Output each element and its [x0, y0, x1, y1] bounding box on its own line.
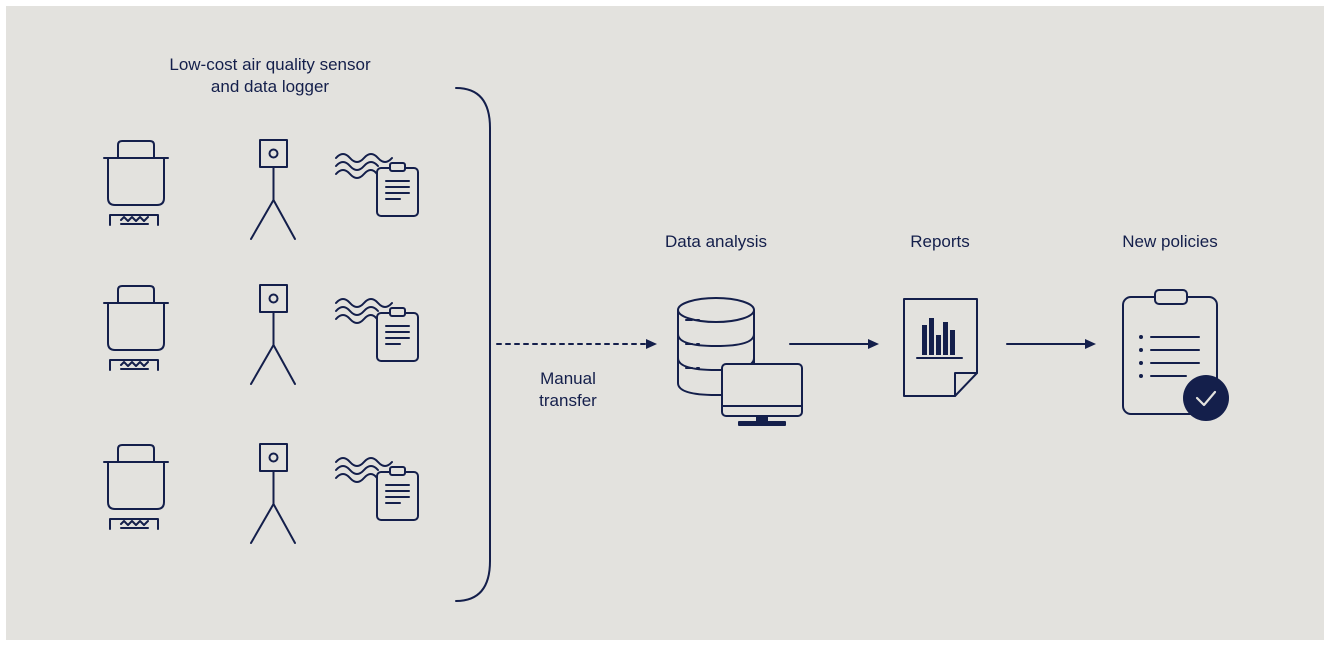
sensor-tripod-icon [250, 284, 296, 385]
sensor-group-title-line1: Low-cost air quality sensor [169, 55, 371, 74]
data-logger-icon [335, 153, 419, 217]
sensor-group-title: Low-cost air quality sensor and data log… [140, 54, 400, 98]
sensor-row-1 [103, 139, 419, 240]
database-computer-icon [677, 297, 803, 426]
cooking-pot-icon [103, 444, 169, 530]
data-logger-icon [335, 457, 419, 521]
arrow-to-reports [789, 339, 879, 349]
transfer-label-line1: Manual [540, 369, 596, 388]
step-label-data-analysis: Data analysis [664, 232, 768, 251]
sensor-row-3 [103, 443, 419, 544]
step-label-reports: Reports [910, 232, 970, 251]
cooking-pot-icon [103, 285, 169, 371]
check-badge [1183, 375, 1229, 421]
manual-transfer-arrow [496, 339, 657, 349]
transfer-label-line2: transfer [539, 391, 597, 410]
report-document-icon [903, 298, 978, 397]
sensor-tripod-icon [250, 443, 296, 544]
step-label-new-policies: New policies [1122, 232, 1218, 251]
sensor-row-2 [103, 284, 419, 385]
sensor-group-title-line2: and data logger [210, 77, 330, 96]
data-logger-icon [335, 298, 419, 362]
diagram-panel [6, 6, 1324, 640]
group-bracket [455, 87, 491, 602]
cooking-pot-icon [103, 140, 169, 226]
sensor-tripod-icon [250, 139, 296, 240]
arrow-to-policies [1006, 339, 1096, 349]
clipboard-check-icon [1122, 289, 1229, 421]
transfer-label: Manual transfer [508, 368, 628, 412]
